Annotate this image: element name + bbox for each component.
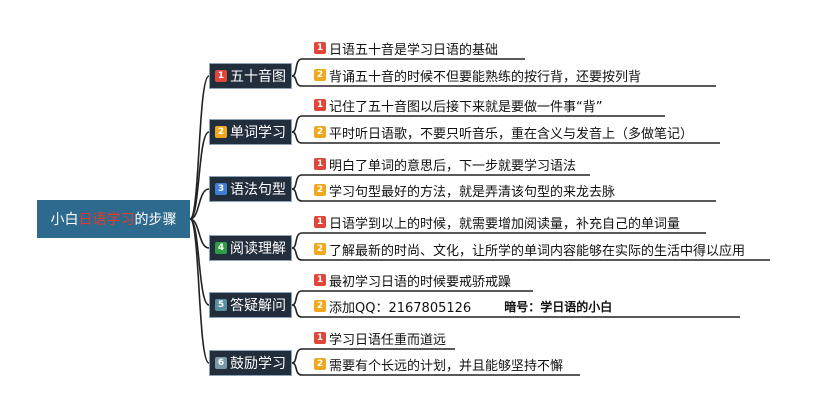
- branch-number-badge: 4: [215, 242, 227, 254]
- leaf-number-badge: 2: [314, 243, 326, 255]
- branch-number-badge: 3: [215, 183, 227, 195]
- branch-number-badge: 2: [215, 126, 227, 138]
- leaf-text: 平时听日语歌，不要只听音乐，重在含义与发音上（多做笔记）: [329, 126, 694, 142]
- leaf-item: 2 需要有个长远的计划，并且能够坚持不懈: [314, 354, 563, 374]
- leaf-number-badge: 2: [314, 358, 326, 370]
- branch-label: 单词学习: [230, 125, 286, 141]
- branch-leaf-connector: [291, 304, 740, 318]
- branch-node-vocabulary: 2 单词学习: [209, 119, 292, 145]
- branch-number-badge: 5: [215, 299, 227, 311]
- branch-leaf-connector: [291, 188, 716, 202]
- branch-number-badge: 6: [215, 357, 227, 369]
- branch-node-encourage: 6 鼓励学习: [209, 350, 292, 376]
- branch-leaf-connector: [291, 247, 770, 261]
- branch-leaf-connector: [291, 232, 706, 249]
- root-branch-connector: [189, 75, 210, 220]
- leaf-text: 背诵五十音的时候不但要能熟练的按行背，还要按列背: [329, 69, 642, 85]
- branch-number-badge: 1: [215, 70, 227, 82]
- leaf-item: 2 平时听日语歌，不要只听音乐，重在含义与发音上（多做笔记）: [314, 122, 693, 142]
- branch-node-grammar: 3 语法句型: [209, 176, 292, 202]
- branch-leaf-connector: [291, 131, 720, 144]
- branch-node-gojuon: 1 五十音图: [209, 63, 292, 89]
- leaf-number-badge: 1: [314, 332, 326, 344]
- branch-leaf-connector: [291, 75, 716, 87]
- branch-label: 语法句型: [230, 182, 286, 198]
- branch-label: 答疑解问: [230, 298, 286, 314]
- branch-label: 鼓励学习: [230, 356, 286, 372]
- root-branch-connector: [189, 218, 210, 364]
- leaf-number-badge: 2: [314, 184, 326, 196]
- leaf-text: 日语学到以上的时候，就需要增加阅读量，补充自己的单词量: [329, 216, 681, 232]
- branch-leaf-connector: [291, 174, 590, 190]
- leaf-number-badge: 1: [314, 216, 326, 228]
- leaf-item: 2 添加QQ：2167805126 暗号：学日语的小白: [314, 296, 612, 316]
- leaf-number-badge: 1: [314, 274, 326, 286]
- root-highlight: 日语学习: [78, 212, 135, 228]
- branch-node-qa: 5 答疑解问: [209, 292, 292, 318]
- leaf-text: 日语五十音是学习日语的基础: [329, 42, 499, 58]
- leaf-text: 最初学习日语的时候要戒骄戒躁: [329, 274, 512, 290]
- leaf-text: 添加QQ：2167805126: [329, 300, 472, 316]
- leaf-item: 1 日语学到以上的时候，就需要增加阅读量，补充自己的单词量: [314, 212, 680, 232]
- branch-node-reading: 4 阅读理解: [209, 235, 292, 261]
- leaf-number-badge: 1: [314, 99, 326, 111]
- branch-label: 阅读理解: [230, 241, 286, 257]
- leaf-text: 学习句型最好的方法，就是弄清该句型的来龙去脉: [329, 184, 616, 200]
- leaf-item: 2 了解最新的时尚、文化，让所学的单词内容能够在实际的生活中得以应用: [314, 239, 745, 259]
- branch-leaf-connector: [291, 348, 455, 364]
- leaf-item: 2 背诵五十音的时候不但要能熟练的按行背，还要按列背: [314, 65, 641, 85]
- leaf-number-badge: 1: [314, 42, 326, 54]
- root-prefix: 小白: [50, 212, 79, 228]
- leaf-text: 记住了五十音图以后接下来就是要做一件事“背”: [329, 99, 603, 115]
- root-branch-connector: [189, 131, 210, 220]
- leaf-text: 学习日语任重而道远: [329, 332, 447, 348]
- branch-label: 五十音图: [230, 69, 286, 85]
- root-branch-connector: [189, 188, 210, 220]
- leaf-item: 2 学习句型最好的方法，就是弄清该句型的来龙去脉: [314, 180, 615, 200]
- branch-leaf-connector: [291, 362, 580, 376]
- root-suffix: 的步骤: [134, 212, 177, 228]
- leaf-item: 1 日语五十音是学习日语的基础: [314, 38, 498, 58]
- leaf-text: 明白了单词的意思后，下一步就要学习语法: [329, 158, 577, 174]
- root-node: 小白日语学习的步骤: [37, 200, 190, 238]
- leaf-number-badge: 1: [314, 158, 326, 170]
- leaf-note: 暗号：学日语的小白: [504, 299, 613, 314]
- leaf-item: 1 记住了五十音图以后接下来就是要做一件事“背”: [314, 95, 602, 115]
- leaf-item: 1 明白了单词的意思后，下一步就要学习语法: [314, 154, 576, 174]
- leaf-item: 1 最初学习日语的时候要戒骄戒躁: [314, 270, 511, 290]
- branch-leaf-connector: [291, 58, 525, 77]
- leaf-number-badge: 2: [314, 300, 326, 312]
- leaf-text: 了解最新的时尚、文化，让所学的单词内容能够在实际的生活中得以应用: [329, 243, 746, 259]
- leaf-item: 1 学习日语任重而道远: [314, 328, 446, 348]
- leaf-text: 需要有个长远的计划，并且能够坚持不懈: [329, 358, 564, 374]
- branch-leaf-connector: [291, 290, 533, 306]
- leaf-number-badge: 2: [314, 126, 326, 138]
- leaf-number-badge: 2: [314, 69, 326, 81]
- branch-leaf-connector: [291, 115, 665, 133]
